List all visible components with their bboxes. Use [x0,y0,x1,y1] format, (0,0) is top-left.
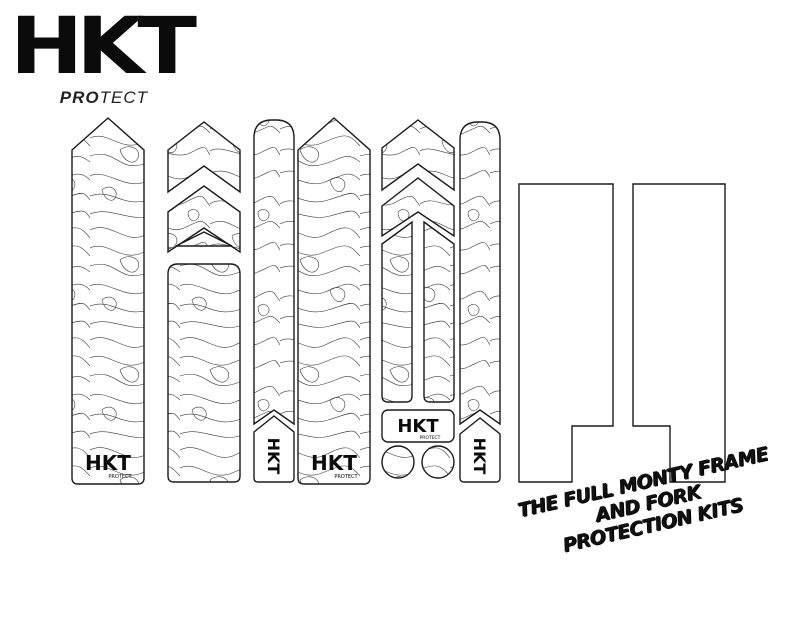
panel-logo-3: HKT [264,438,283,475]
frame-panel-4 [297,117,371,485]
chevron-piece-3 [175,231,233,247]
fork-plate-logo: HKT [397,416,439,437]
brand-subtitle-rest: TECT [99,88,148,107]
panel-logo-1-sub: PROTECT [108,474,132,480]
brand-logo-mark: HKT [10,2,197,92]
brand-logo-subtitle: PROTECT [60,88,148,108]
panel-logo-4: HKT [311,451,357,475]
frame-panel-6-tail [459,417,501,483]
chevron-piece-4 [381,119,455,192]
chevron-piece-2 [167,185,241,254]
fork-piece-2 [423,220,455,403]
frame-panel-3 [253,119,295,426]
fork-piece-1 [381,220,413,403]
hkt-brand-logo: HKT PROTECT [10,8,197,107]
frame-panel-1 [71,117,145,485]
round-patch-2 [421,445,455,479]
round-patch-1 [381,445,415,479]
fork-panel-right [632,183,726,483]
fork-logo-plate [381,409,455,443]
frame-panel-2 [167,263,241,483]
frame-panel-3-tail [253,415,295,483]
fork-panel-left [518,183,614,483]
chevron-piece-1 [167,121,241,194]
panel-logo-6: HKT [470,438,489,475]
chevron-piece-5 [381,177,455,238]
fork-plate-logo-sub: PROTECT [420,435,441,441]
panel-logo-1: HKT [85,451,131,475]
brand-subtitle-pro: PRO [59,88,100,107]
protection-kit-sheet: HKT PROTECT HKT PROTECT HKT PROTECT HKT … [71,117,726,485]
frame-panel-6 [459,121,501,426]
panel-logo-4-sub: PROTECT [334,474,358,480]
